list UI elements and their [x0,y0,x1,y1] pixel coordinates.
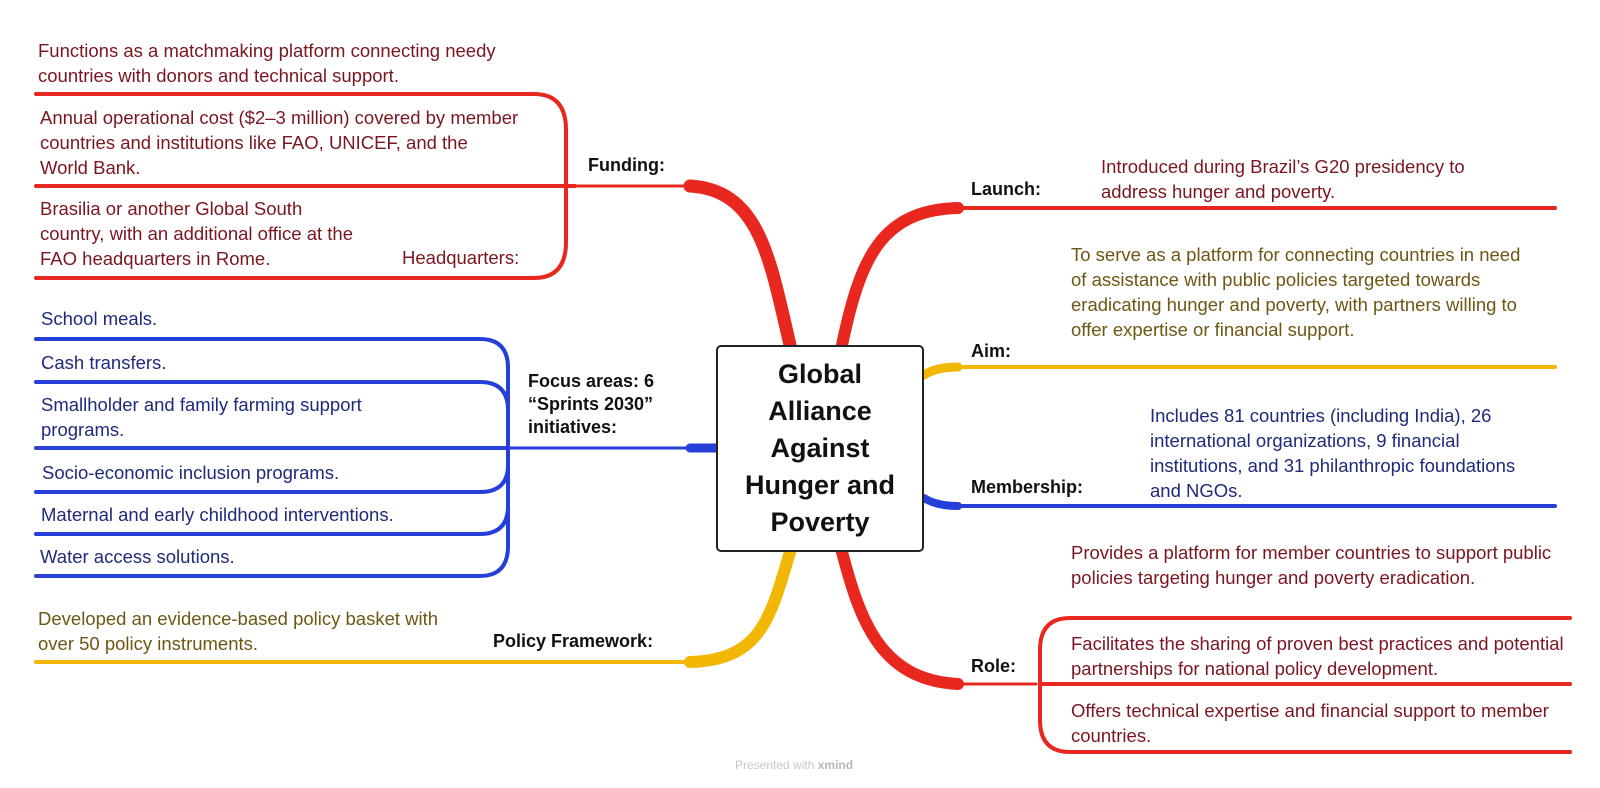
branch-role [836,546,964,690]
central-topic-label: Global Alliance Against Hunger and Pover… [744,359,895,537]
focus-item-5[interactable]: Maternal and early childhood interventio… [41,504,394,525]
funding-item-2[interactable]: Annual operational cost ($2–3 million) c… [40,107,519,178]
aim-label[interactable]: Aim: [971,341,1011,361]
focus-item-1[interactable]: School meals. [41,308,158,329]
funding-label[interactable]: Funding: [588,155,665,175]
footer-attribution: Presented with xmind [735,758,853,772]
policy-framework-label[interactable]: Policy Framework: [493,631,654,651]
launch-item-1[interactable]: Introduced during Brazil’s G20 presidenc… [1101,156,1465,202]
branch-policy [684,546,796,668]
policy-item-1[interactable]: Developed an evidence-based policy baske… [38,608,439,654]
branch-membership [920,494,962,510]
focus-item-4[interactable]: Socio-economic inclusion programs. [42,462,340,483]
role-item-1[interactable]: Provides a platform for member countries… [1071,542,1552,588]
footer-brand: xmind [817,758,854,772]
focus-item-2[interactable]: Cash transfers. [41,352,167,373]
role-label[interactable]: Role: [971,656,1016,676]
role-item-3[interactable]: Offers technical expertise and financial… [1071,700,1549,746]
role-item-2[interactable]: Facilitates the sharing of proven best p… [1071,633,1564,679]
focus-item-6[interactable]: Water access solutions. [40,546,235,567]
footer-prefix: Presented with [735,758,815,772]
membership-item-1[interactable]: Includes 81 countries (including India),… [1150,405,1516,501]
aim-item-1[interactable]: To serve as a platform for connecting co… [1071,244,1521,340]
headquarters-label[interactable]: Headquarters: [402,247,520,268]
branch-launch [836,202,964,351]
launch-label[interactable]: Launch: [971,179,1041,199]
focus-areas-label[interactable]: Focus areas: 6 “Sprints 2030” initiative… [528,371,655,437]
branch-funding [683,179,797,352]
focus-item-3[interactable]: Smallholder and family farming support p… [41,394,362,440]
branch-aim [919,362,963,380]
central-topic[interactable]: Global Alliance Against Hunger and Pover… [716,345,924,552]
membership-label[interactable]: Membership: [971,477,1084,497]
funding-item-3[interactable]: Brasilia or another Global South country… [40,198,353,269]
funding-item-1[interactable]: Functions as a matchmaking platform conn… [38,40,496,86]
